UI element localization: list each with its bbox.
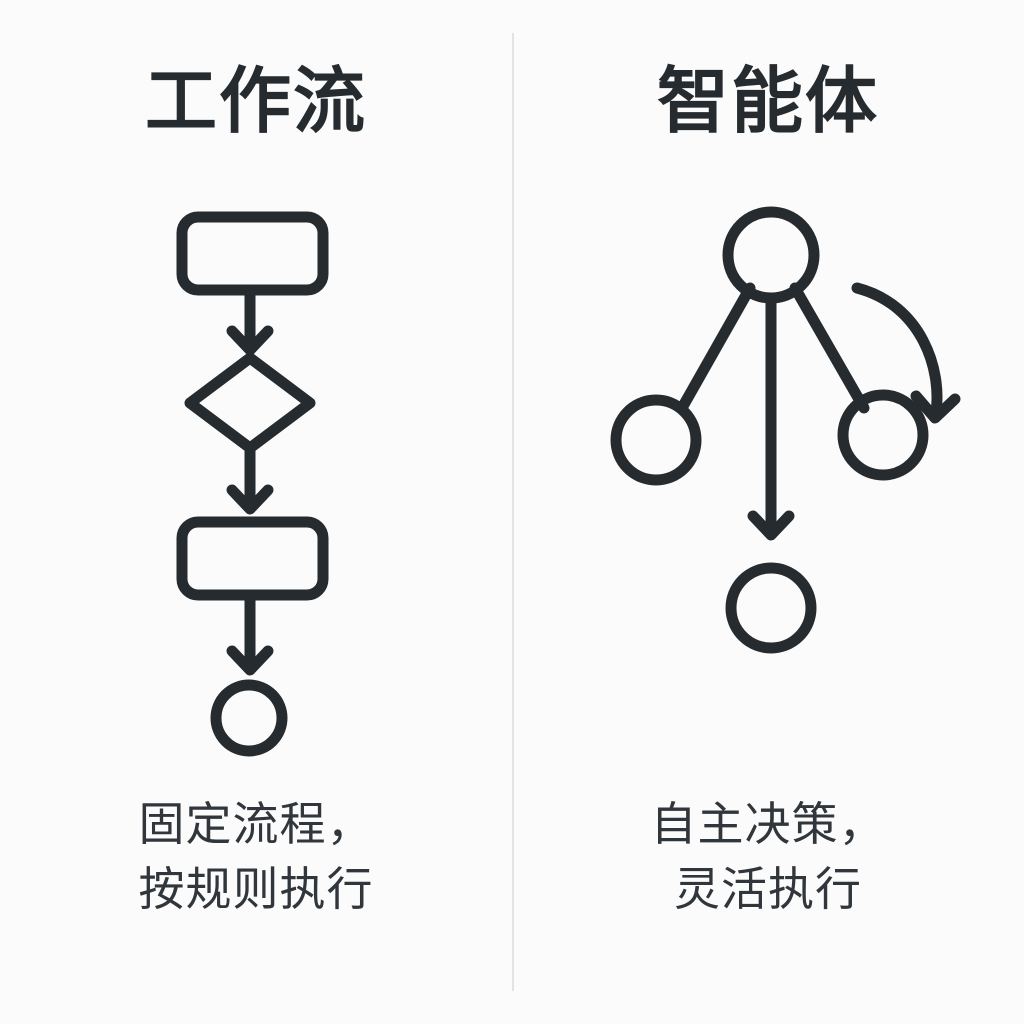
agent-diagram <box>610 206 961 654</box>
arrow-diamond-to-box2-head <box>226 484 274 515</box>
vertical-divider <box>512 33 514 991</box>
process-box-2 <box>176 516 329 601</box>
arrow-hub-to-bottom-head <box>747 510 795 541</box>
caption-workflow: 固定流程， 按规则执行 <box>0 792 512 923</box>
arrow-box2-to-circle-head <box>226 645 274 676</box>
panel-title-agent: 智能体 <box>656 62 879 142</box>
workflow-diagram <box>176 211 329 757</box>
caption-agent-line-2: 灵活执行 <box>674 863 862 916</box>
feedback-loop-arrow-head <box>910 390 961 424</box>
end-circle <box>210 679 288 757</box>
edge-hub-to-right <box>789 282 870 414</box>
panel-title-workflow: 工作流 <box>144 62 367 142</box>
panel-workflow: 工作流 <box>0 62 512 923</box>
hub-circle <box>722 206 820 304</box>
caption-workflow-line-1: 固定流程， <box>138 798 374 850</box>
caption-workflow-line-2: 按规则执行 <box>138 863 374 916</box>
process-box-1 <box>176 211 329 296</box>
arrow-box1-to-diamond-head <box>226 325 274 356</box>
panel-agent: 智能体 自主决策， 灵活执行 <box>512 0 1024 1024</box>
decision-diamond <box>184 352 316 454</box>
edge-hub-to-left <box>676 282 756 414</box>
caption-agent: 自主决策， 灵活执行 <box>512 792 1024 923</box>
feedback-loop-arrow-curve <box>851 282 943 418</box>
branch-circle-bottom <box>725 562 817 654</box>
caption-agent-line-1: 自主决策， <box>650 798 886 850</box>
branch-circle-right <box>837 389 929 481</box>
branch-circle-left <box>610 394 702 486</box>
